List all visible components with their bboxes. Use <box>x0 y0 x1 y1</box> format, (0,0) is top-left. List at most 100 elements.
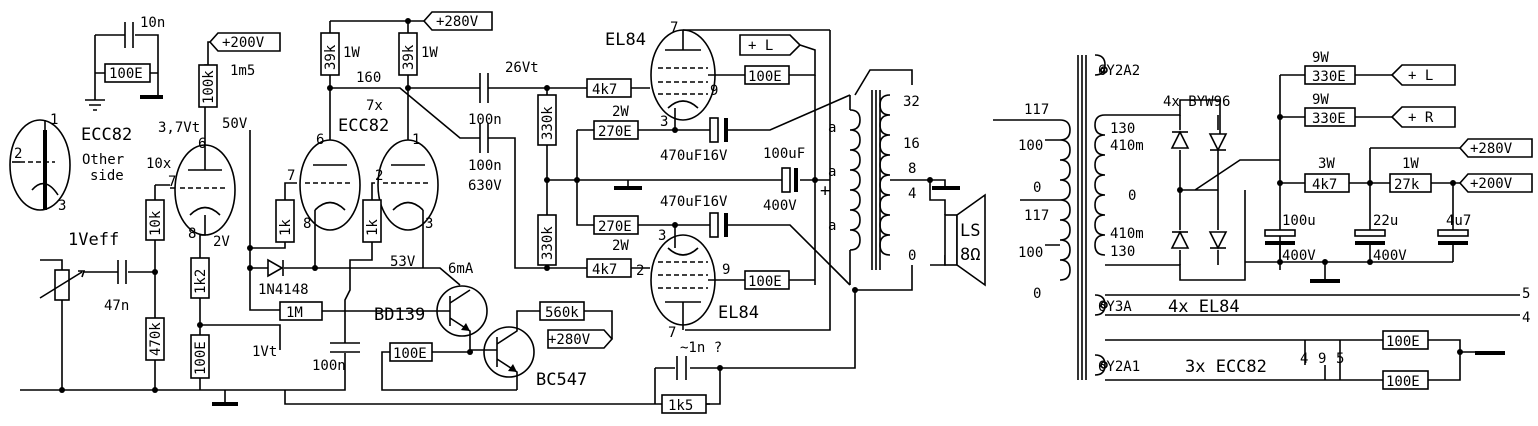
ecc82-count: 7x <box>366 98 383 114</box>
resistor-100e-heater-a <box>1382 330 1429 350</box>
winding-a2: a <box>828 164 836 180</box>
transistor-bc547-label: BC547 <box>536 370 587 390</box>
diode-1n4148 <box>267 258 284 278</box>
capacitor-10n-label: 10n <box>140 15 165 31</box>
v1-pin7: 7 <box>168 174 176 190</box>
loudspeaker-label: LS <box>960 221 980 241</box>
primary-117-a: 117 <box>1024 102 1049 118</box>
capacitor-100n-a-label: 100n <box>468 112 502 128</box>
psu-9w-b: 9W <box>1312 92 1329 108</box>
v2-pin6: 6 <box>316 132 324 148</box>
capacitor-100n-bias-label: 100n <box>312 358 346 374</box>
winding-a3: a <box>828 218 836 234</box>
v2-anode-voltage: 160 <box>356 70 381 86</box>
resistor-1k5-label: 1k5 <box>668 398 693 414</box>
el84b-pin3: 3 <box>658 228 666 244</box>
el84b-pin7: 7 <box>668 325 676 341</box>
v1-anode-voltage: 3,7Vt <box>158 120 200 136</box>
capacitor-100u-label: 100uF <box>763 146 805 162</box>
resistor-100e-heater-b-label: 100E <box>1386 374 1420 390</box>
rail-tag-plus-l <box>739 34 802 56</box>
rail-tag-200v <box>208 32 281 52</box>
v3-anode-voltage: 26Vt <box>505 60 539 76</box>
resistor-4k7-b-label: 4k7 <box>592 262 617 278</box>
resistor-10k <box>145 199 165 241</box>
coupling-network: 26Vt 100n 100n 630V 330k 330k 4k7 4k7 27… <box>468 60 851 286</box>
resistor-27k-label: 27k <box>1394 177 1420 193</box>
resistor-39k-b-label: 39k <box>401 44 417 70</box>
rail-280v-cs-label: +280V <box>548 332 591 348</box>
el84a-pin9: 9 <box>710 83 718 99</box>
psu-200v-label: +200V <box>1470 176 1513 192</box>
resistor-100e-cathode <box>190 334 210 379</box>
r39k-b-wattage: 1W <box>421 45 438 61</box>
current-6ma-label: 6mA <box>448 261 474 277</box>
capacitor-470u-a-label: 470uF16V <box>660 148 728 164</box>
triode-ecc82-other-side: 1 2 3 ECC82 Other side <box>9 112 132 214</box>
el84a-pin3: 3 <box>660 114 668 130</box>
resistor-4k7-a-label: 4k7 <box>592 82 617 98</box>
resistor-100e-top <box>104 63 151 83</box>
sec-6y2a2: 6Y2A2 <box>1098 63 1140 79</box>
r270e-a-wattage: 2W <box>612 104 629 120</box>
other-side-line1: Other <box>82 152 124 168</box>
sec-130-a: 130 <box>1110 121 1135 137</box>
v2-pin7: 7 <box>287 168 295 184</box>
primary-0-a: 0 <box>1033 180 1041 196</box>
v3-pin3: 3 <box>425 216 433 232</box>
psu-3w: 3W <box>1318 156 1335 172</box>
primary-0-b: 0 <box>1033 286 1041 302</box>
v1-pin8: 8 <box>188 226 196 242</box>
heater-pin4-b: 4 <box>1300 351 1308 367</box>
v1-cathode-voltage: 2V <box>213 234 230 250</box>
triode-v1-input: 6 7 8 10x 3,7Vt 50V 2V 100k 1m5 1k2 100E… <box>146 32 281 406</box>
heater-pin9-b: 9 <box>1318 351 1326 367</box>
sec-410m-b: 410m <box>1110 226 1144 242</box>
other-pin2: 2 <box>14 146 22 162</box>
sec-0: 0 <box>1128 188 1136 204</box>
ecc82-other-label: ECC82 <box>81 125 132 145</box>
transistor-bd139 <box>436 285 488 337</box>
sec-410m-a: 410m <box>1110 138 1144 154</box>
other-side-line2: side <box>90 168 124 184</box>
v3-pin2: 2 <box>375 168 383 184</box>
tap-8: 8 <box>908 161 916 177</box>
capacitor-1n-label: ~1n ? <box>680 340 722 356</box>
tap-16: 16 <box>903 136 920 152</box>
v1-pin6: 6 <box>198 136 206 152</box>
cap-400v-a: 400V <box>1282 248 1316 264</box>
resistor-100e-g2b-label: 100E <box>748 274 782 290</box>
psu-plus-l-label: + L <box>1408 68 1433 84</box>
psu-280v-label: +280V <box>1470 141 1513 157</box>
el84a-pin7: 7 <box>670 20 678 36</box>
power-supply: 117 100 0 117 100 0 6Y2A2 130 410m 0 410… <box>993 50 1533 390</box>
ecc82-main-label: ECC82 <box>338 116 389 136</box>
resistor-270e-a-label: 270E <box>598 124 632 140</box>
cap-100u: 100u <box>1282 213 1316 229</box>
resistor-100k-label: 100k <box>201 70 217 104</box>
resistor-100e-g2a-label: 100E <box>748 69 782 85</box>
other-pin3: 3 <box>58 198 66 214</box>
resistor-330e-b-label: 330E <box>1312 111 1346 127</box>
heater-el84-label: 4x EL84 <box>1168 297 1240 317</box>
v3-pin1: 1 <box>412 132 420 148</box>
heater-pin5-b: 5 <box>1336 351 1344 367</box>
feedback-voltage-label: 1Vt <box>252 344 277 360</box>
resistor-39k-a-label: 39k <box>323 44 339 70</box>
resistor-10k-label: 10k <box>148 210 164 236</box>
sec-130-b: 130 <box>1110 244 1135 260</box>
capacitor-470u-b-label: 470uF16V <box>660 194 728 210</box>
resistor-330k-a <box>537 94 557 146</box>
psu-tag-200v <box>1458 173 1533 193</box>
primary-100-a: 100 <box>1018 138 1043 154</box>
rail-tag-280v-cs <box>547 329 614 349</box>
capacitor-100n-b-label: 100n <box>468 158 502 174</box>
bridge-label: 4x BYW96 <box>1163 94 1230 110</box>
resistor-1m-label: 1M <box>286 305 303 321</box>
resistor-4k7-psu-label: 4k7 <box>1312 177 1337 193</box>
cap-4u7: 4u7 <box>1446 213 1471 229</box>
sec-6y2a1: 6Y2A1 <box>1098 359 1140 375</box>
cap-400v-b: 400V <box>1373 248 1407 264</box>
tap-0: 0 <box>908 248 916 264</box>
